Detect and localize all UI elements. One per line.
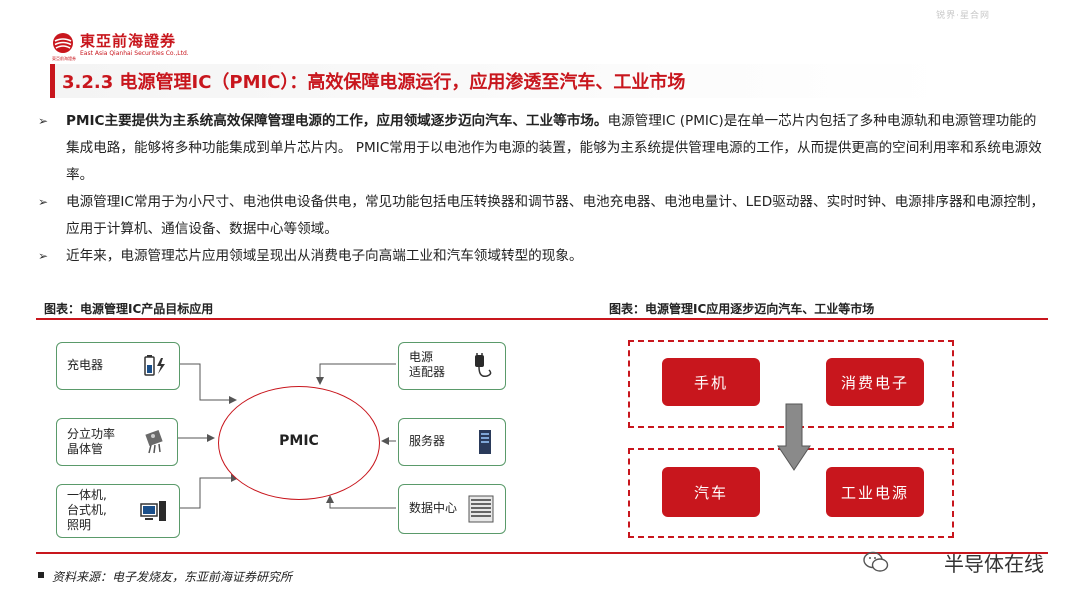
bullet-list: ➢ PMIC主要提供为主系统高效保障管理电源的工作，应用领域逐步迈向汽车、工业等… — [38, 108, 1048, 270]
node-data-center: 数据中心 — [398, 484, 506, 534]
market-box-phone: 手机 — [662, 358, 760, 406]
market-box-automotive: 汽车 — [662, 467, 760, 517]
server-icon — [479, 430, 491, 454]
left-figure-caption: 图表：电源管理IC产品目标应用 — [44, 302, 214, 316]
title-bar — [50, 64, 1050, 98]
market-box-consumer-electronics: 消费电子 — [826, 358, 924, 406]
node-label: 电源 适配器 — [409, 350, 446, 379]
bullet-arrow-icon: ➢ — [38, 195, 49, 209]
company-logo: 東亞前海證券 East Asia Qianhai Securities Co.,… — [52, 28, 202, 68]
company-mark-small: 東亞前海證券 — [52, 56, 76, 61]
node-charger: 充电器 — [56, 342, 180, 390]
bullet-bold-text: PMIC主要提供为主系统高效保障管理电源的工作，应用领域逐步迈向汽车、工业等市场… — [66, 113, 608, 129]
bullet-item: ➢ 近年来，电源管理芯片应用领域呈现出从消费电子向高端工业和汽车领域转型的现象。 — [38, 243, 1048, 270]
node-label: 一体机, 台式机, 照明 — [67, 488, 107, 532]
page-title: 3.2.3 电源管理IC（PMIC）：高效保障电源运行，应用渗透至汽车、工业市场 — [62, 72, 686, 93]
bullet-arrow-icon: ➢ — [38, 114, 49, 128]
pmic-label: PMIC — [279, 433, 319, 449]
caption-divider — [36, 318, 1048, 320]
node-power-adapter: 电源 适配器 — [398, 342, 506, 390]
source-note: 资料来源：电子发烧友，东亚前海证券研究所 — [52, 570, 293, 584]
bullet-item: ➢ PMIC主要提供为主系统高效保障管理电源的工作，应用领域逐步迈向汽车、工业等… — [38, 108, 1048, 189]
data-center-icon — [468, 495, 494, 523]
node-desktop: 一体机, 台式机, 照明 — [56, 484, 180, 538]
bullet-text: 近年来，电源管理芯片应用领域呈现出从消费电子向高端工业和汽车领域转型的现象。 — [66, 248, 583, 264]
connector-adapter — [316, 363, 396, 385]
node-label: 数据中心 — [409, 501, 458, 515]
connector-datacenter — [326, 495, 396, 509]
node-label: 分立功率 晶体管 — [67, 427, 116, 456]
node-server: 服务器 — [398, 418, 506, 466]
transistor-icon — [145, 429, 163, 454]
bullet-arrow-icon: ➢ — [38, 249, 49, 263]
company-name-en: East Asia Qianhai Securities Co.,Ltd. — [80, 50, 189, 57]
battery-charger-icon — [144, 355, 165, 376]
node-label: 充电器 — [67, 358, 104, 372]
connector-desktop — [178, 474, 239, 509]
transition-down-arrow-icon — [777, 403, 811, 471]
power-adapter-icon — [475, 353, 492, 378]
company-logo-mark-icon — [53, 33, 73, 53]
desktop-computer-icon — [140, 501, 166, 521]
wechat-icon — [863, 551, 889, 572]
bullet-item: ➢ 电源管理IC常用于为小尺寸、电池供电设备供电，常见功能包括电压转换器和调节器… — [38, 189, 1048, 243]
brand-watermark: 半导体在线 — [944, 552, 1044, 576]
footer-divider — [36, 552, 1048, 554]
bullet-text: 电源管理IC常用于为小尺寸、电池供电设备供电，常见功能包括电压转换器和调节器、电… — [66, 194, 1045, 237]
node-transistor: 分立功率 晶体管 — [56, 418, 178, 466]
market-box-industrial-power: 工业电源 — [826, 467, 924, 517]
right-figure-caption: 图表：电源管理IC应用逐步迈向汽车、工业等市场 — [609, 302, 875, 316]
top-watermark: 锐界·星合网 — [936, 11, 990, 21]
source-bullet-icon — [38, 572, 44, 578]
connector-charger — [178, 363, 237, 404]
node-label: 服务器 — [409, 434, 446, 448]
bullet-text: 电源管理IC (PMIC)是在单一芯片内包括了多种电源轨和电源管理功能的集成电路… — [66, 113, 1042, 183]
title-accent — [50, 64, 55, 98]
company-name-cn: 東亞前海證券 — [80, 32, 177, 50]
pmic-center-node: PMIC — [218, 386, 380, 500]
